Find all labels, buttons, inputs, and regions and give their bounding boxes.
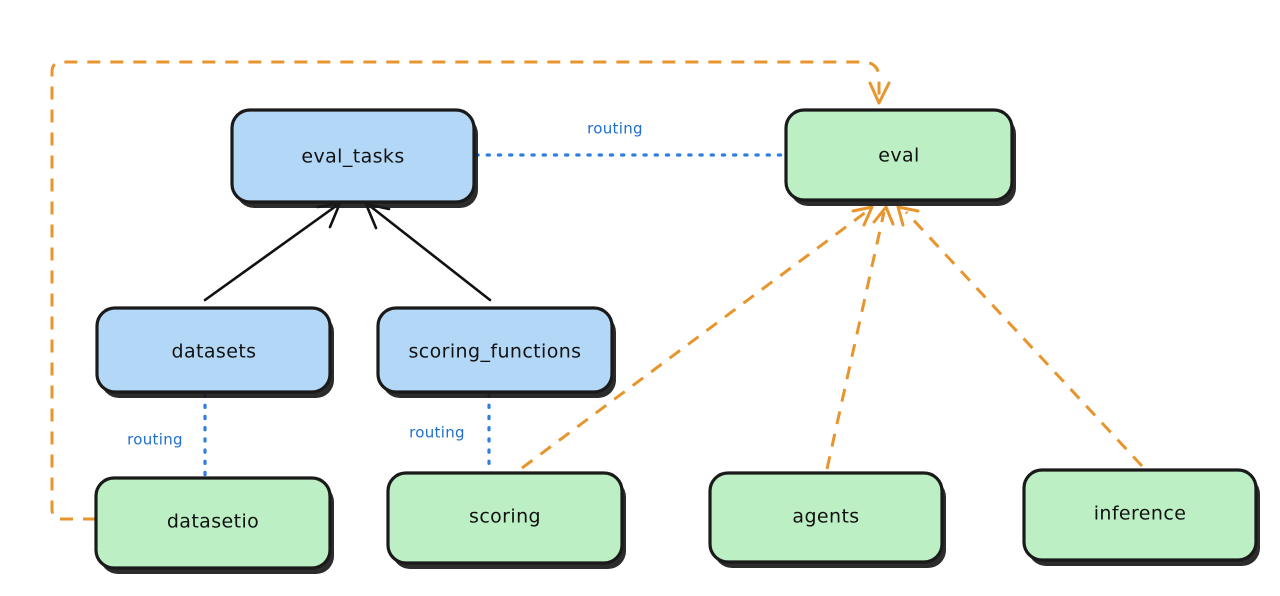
node-eval-tasks-label: eval_tasks xyxy=(301,146,404,168)
node-eval-tasks-box xyxy=(230,108,476,204)
edge-scoring-to-eval xyxy=(521,205,874,470)
node-datasets-label: datasets xyxy=(172,341,257,363)
node-inference[interactable]: inference xyxy=(1022,468,1260,566)
node-scoring-functions-box xyxy=(376,306,614,394)
node-scoring-label: scoring xyxy=(469,506,541,528)
edge-agents-to-eval xyxy=(825,205,895,470)
node-scoring-functions[interactable]: scoring_functions xyxy=(376,306,616,398)
node-agents-label: agents xyxy=(792,506,859,528)
edge-datasets-to-eval-tasks xyxy=(203,201,342,302)
node-datasets-box xyxy=(95,306,332,394)
node-scoring-box xyxy=(386,471,624,565)
node-inference-label: inference xyxy=(1094,503,1187,525)
node-agents-box xyxy=(708,471,944,564)
node-agents[interactable]: agents xyxy=(708,471,946,568)
edge-layer xyxy=(50,60,1144,521)
edge-label-routing-eval: routing xyxy=(587,120,643,138)
edge-label-routing-datasetio: routing xyxy=(127,431,183,449)
node-scoring-functions-label: scoring_functions xyxy=(409,341,582,363)
edge-label-routing-scoring: routing xyxy=(409,424,465,442)
node-eval-box xyxy=(784,108,1014,202)
node-eval-label: eval xyxy=(878,145,919,167)
node-eval[interactable]: eval xyxy=(784,108,1016,206)
node-inference-box xyxy=(1022,468,1258,562)
node-layer: eval_tasks eval datasets scoring_functio… xyxy=(94,108,1260,574)
edge-inference-to-eval xyxy=(896,205,1144,468)
edge-scoring-functions-to-eval-tasks xyxy=(364,202,492,302)
node-datasetio[interactable]: datasetio xyxy=(94,476,334,574)
edge-label-layer: routing routing routing xyxy=(127,120,643,449)
node-scoring[interactable]: scoring xyxy=(386,471,626,569)
node-datasets[interactable]: datasets xyxy=(95,306,334,398)
edge-datasetio-to-eval xyxy=(50,60,891,521)
node-eval-tasks[interactable]: eval_tasks xyxy=(230,108,478,208)
node-datasetio-box xyxy=(94,476,332,570)
node-datasetio-label: datasetio xyxy=(167,511,259,533)
